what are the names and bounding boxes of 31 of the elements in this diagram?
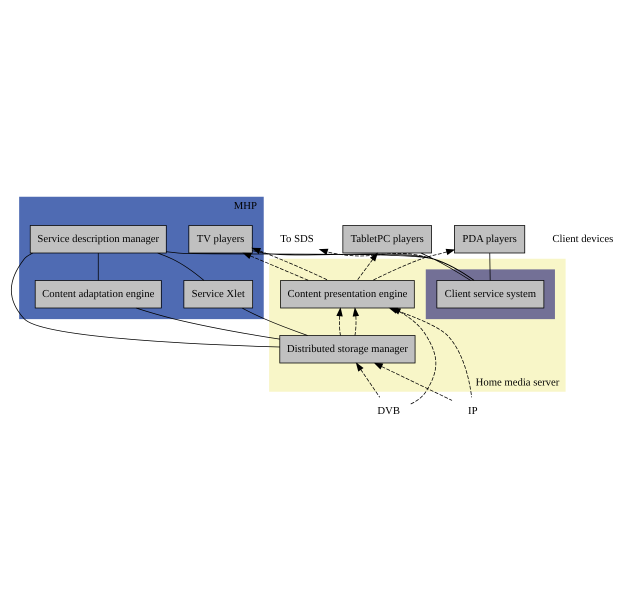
connector bbox=[420, 252, 472, 281]
arrow bbox=[356, 252, 378, 281]
arrow bbox=[336, 307, 343, 336]
arrow bbox=[352, 307, 360, 336]
arrow bbox=[242, 252, 309, 281]
node-box: Distributed storage manager bbox=[279, 335, 416, 364]
connector bbox=[489, 252, 491, 281]
node-box: TV players bbox=[188, 225, 253, 254]
label: Client devices bbox=[552, 233, 614, 246]
node-box: Client service system bbox=[436, 280, 544, 308]
node-box: TabletPC players bbox=[342, 225, 432, 254]
node-text: To SDS bbox=[280, 233, 314, 246]
node-box: PDA players bbox=[454, 225, 526, 254]
arrow bbox=[374, 362, 452, 401]
connector bbox=[242, 308, 308, 336]
connector bbox=[166, 251, 475, 281]
connector bbox=[98, 252, 99, 281]
arrow bbox=[391, 308, 436, 405]
node-box: Content presentation engine bbox=[280, 280, 415, 308]
arrow bbox=[318, 248, 458, 270]
connector bbox=[157, 252, 204, 281]
cluster bbox=[426, 269, 555, 320]
node-box: Content adaptation engine bbox=[34, 280, 162, 308]
node-box: Service description manager bbox=[30, 225, 167, 254]
arrow bbox=[372, 248, 456, 281]
connector bbox=[10, 252, 280, 348]
node-text: IP bbox=[468, 405, 478, 418]
node-text: DVB bbox=[377, 405, 400, 418]
connector bbox=[252, 250, 474, 281]
node-box: Service Xlet bbox=[183, 280, 254, 308]
arrow bbox=[251, 248, 329, 281]
